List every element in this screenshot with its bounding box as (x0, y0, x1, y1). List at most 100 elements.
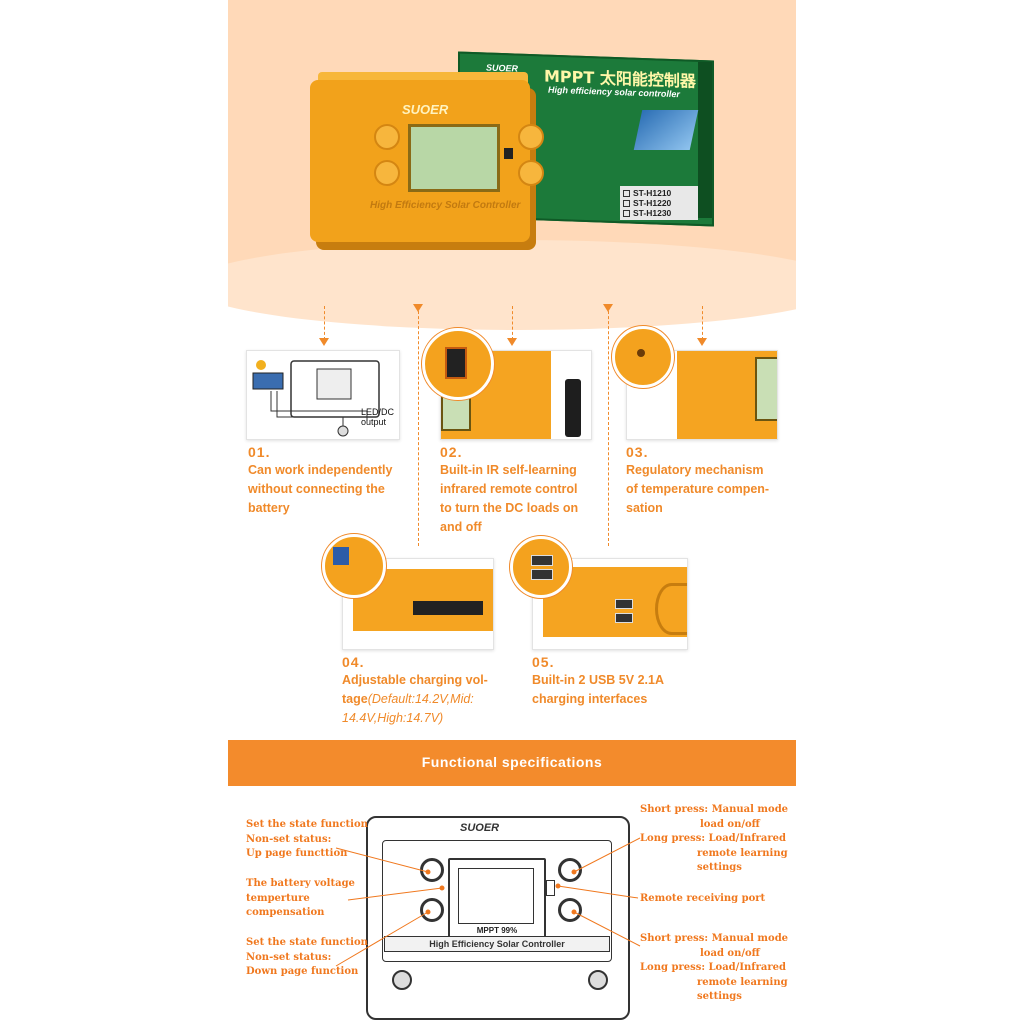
ir-receiver-zoom (422, 328, 494, 400)
annotation-line: remote learning (697, 976, 788, 988)
model-item: ST-H1220 (623, 198, 695, 208)
annotation-line: Short press: Manual mode (640, 804, 789, 815)
connector-arrow (603, 304, 613, 312)
annotation-line: Long press: Load/Infrared (640, 962, 786, 973)
annotation-line: settings (697, 991, 742, 1002)
dip-switch-zoom (322, 534, 386, 598)
model-item: ST-H1210 (623, 188, 695, 198)
feature-line: infrared remote control (440, 482, 578, 496)
output-label: output (361, 417, 387, 427)
connector-line (418, 306, 419, 546)
set-key-icon (558, 898, 582, 922)
annotation-up-key: Set the state function Non-set status: U… (246, 818, 368, 862)
sensor-icon (637, 349, 645, 357)
set-button-picture (518, 160, 544, 186)
controller-brand: SUOER (402, 102, 449, 117)
wiring-diagram-icon (252, 360, 380, 437)
usb-zoom (510, 536, 572, 598)
annotation-set-key: Short press: Manual mode load on/off Lon… (640, 932, 788, 1005)
feature-line: 14.4V,High:14.7V) (342, 709, 488, 728)
annotation-line: load on/off (700, 947, 760, 959)
usb-port-icon (531, 555, 553, 566)
feature-text-italic: 14.4V,High:14.7V) (342, 711, 444, 725)
mppt-label: MPPT 99% (476, 926, 518, 935)
diagram-plate: High Efficiency Solar Controller (384, 936, 610, 952)
annotation-line: Set the state function (246, 819, 368, 830)
feature-line: to turn the DC loads on (440, 501, 579, 515)
feature-03-number: 03. (626, 444, 649, 460)
feature-line: tage(Default:14.2V,Mid: (342, 690, 488, 709)
diagram-brand: SUOER (460, 822, 500, 834)
feature-02-number: 02. (440, 444, 463, 460)
connector-line (512, 306, 513, 340)
diagram-face (382, 840, 612, 962)
annotation-line: The battery voltage (246, 878, 355, 889)
model-list: ST-H1210 ST-H1220 ST-H1230 (620, 186, 698, 220)
annotation-line: Non-set status: (246, 951, 332, 963)
up-key-icon (420, 858, 444, 882)
annotation-line: Remote receiving port (640, 893, 766, 904)
specs-banner: Functional specifications (228, 740, 796, 786)
annotation-line: Set the state function (246, 937, 368, 948)
feature-line: battery (248, 501, 290, 515)
terminal-icon (588, 970, 608, 990)
feature-line: and off (440, 520, 482, 534)
annotation-line: Up page functtion (246, 848, 348, 859)
annotation-line: Long press: Load/Infrared (640, 833, 786, 844)
feature-line: Built-in IR self-learning (440, 463, 577, 477)
feature-line: charging interfaces (532, 692, 648, 706)
model-item: ST-H1230 (623, 208, 695, 218)
annotation-line: compensation (246, 907, 325, 918)
feature-line: without connecting the (248, 482, 385, 496)
feature-text-bold: tage (342, 692, 368, 706)
usb-port-icon (615, 613, 633, 623)
feature-line: Regulatory mechanism (626, 463, 764, 477)
annotation-lines (335, 837, 641, 967)
ir-receiver-picture (504, 148, 513, 159)
annotation-line: Non-set status: (246, 833, 332, 845)
annotation-line: settings (697, 862, 742, 873)
controller-label: High Efficiency Solar Controller (370, 200, 521, 211)
box-side (698, 62, 712, 218)
feature-01-image: LED/DC output (246, 350, 400, 440)
product-page: SUOER MPPT 太阳能控制器 High efficiency solar … (228, 0, 796, 1024)
annotation-remote-port: Remote receiving port (640, 892, 765, 907)
connector-arrow (697, 338, 707, 346)
terminal-icon (392, 970, 412, 990)
annotation-line: remote learning (697, 847, 788, 859)
feature-05-image (532, 558, 688, 650)
feature-01-number: 01. (248, 444, 271, 460)
annotation-mode-key: Short press: Manual mode load on/off Lon… (640, 803, 788, 876)
connector-line (608, 306, 609, 546)
mode-key-icon (558, 858, 582, 882)
usb-port-icon (615, 599, 633, 609)
up-button-picture (374, 124, 400, 150)
feature-01-text: Can work independently without connectin… (248, 461, 392, 518)
led-dc-label: LED/DC (361, 407, 395, 417)
annotation-line: load on/off (700, 818, 760, 830)
feature-line: Can work independently (248, 463, 393, 477)
usb-port-icon (531, 569, 553, 580)
controller-lcd (408, 124, 500, 192)
dip-switch-icon (333, 547, 349, 565)
ir-window-icon (445, 347, 467, 379)
connector-arrow (319, 338, 329, 346)
feature-04-number: 04. (342, 654, 365, 670)
remote-control-icon (565, 379, 581, 437)
lcd-picture (755, 357, 777, 421)
diagram-lcd-screen (458, 868, 534, 924)
feature-line: Adjustable charging vol- (342, 673, 488, 687)
feature-04-image (342, 558, 494, 650)
annotation-line: temperture (246, 892, 310, 904)
feature-line: of temperature compen- (626, 482, 770, 496)
feature-05-number: 05. (532, 654, 555, 670)
annotation-down-key: Set the state function Non-set status: D… (246, 936, 368, 980)
hero-section: SUOER MPPT 太阳能控制器 High efficiency solar … (228, 0, 796, 330)
remote-port-icon (546, 880, 555, 896)
connector-arrow (507, 338, 517, 346)
connector-arrow (413, 304, 423, 312)
feature-text-italic: (Default:14.2V,Mid: (367, 692, 474, 706)
temperature-sensor-zoom (612, 326, 674, 388)
vent-grille-picture (655, 583, 687, 635)
feature-line: sation (626, 501, 663, 515)
